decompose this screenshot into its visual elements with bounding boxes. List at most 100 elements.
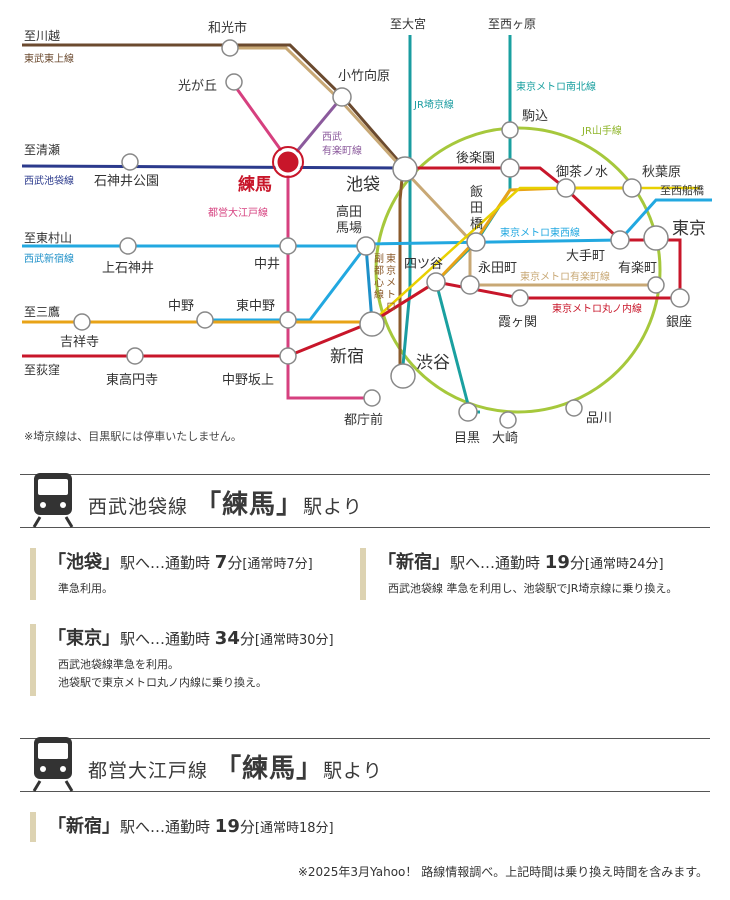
label-kichijoji: 吉祥寺 xyxy=(60,335,99,350)
tozai-line-west xyxy=(205,245,368,322)
svg-text:東: 東 xyxy=(386,252,396,265)
label-shinjuku: 新宿 xyxy=(330,347,364,367)
map-note: ※埼京線は、目黒駅には停車いたしません。 xyxy=(24,430,242,443)
svg-text:ト: ト xyxy=(386,290,396,301)
label-yurakucho: 有楽町 xyxy=(618,260,657,276)
label-wakoshi: 和光市 xyxy=(208,20,247,36)
station-dot-nakai xyxy=(279,237,297,255)
station-dot-korakuen xyxy=(500,158,520,178)
route-note: 西武池袋線準急を利用。池袋駅で東京メトロ丸ノ内線に乗り換え。 xyxy=(58,658,267,689)
section-header-oedo: 都営大江戸線 「練馬」駅より xyxy=(20,737,710,792)
dir-kawagoe: 至川越 xyxy=(24,29,60,43)
tobu-tojo-line xyxy=(22,43,404,166)
label-yurakucho: 東京メトロ有楽町線 xyxy=(520,270,610,283)
station-dot-ginza xyxy=(670,288,690,308)
label-ginza: 銀座 xyxy=(666,315,692,330)
station-dot-yotsuya xyxy=(426,272,446,292)
station-dot-higashinakano xyxy=(279,311,297,329)
route-dest: 新宿 xyxy=(396,552,432,573)
label-korakuen: 後楽園 xyxy=(456,150,495,166)
dir-nishigahara: 至西ヶ原 xyxy=(488,17,536,31)
station-dot-kasumigaseki xyxy=(511,289,529,307)
station-dot-tokyo xyxy=(643,225,669,251)
seibu-shinjuku-line xyxy=(22,244,374,323)
label-marunouchi: 東京メトロ丸ノ内線 xyxy=(552,302,642,315)
station-dot-shinagawa xyxy=(565,399,583,417)
section-station: 練馬 xyxy=(222,490,277,520)
label-iidabashi: 飯田橋 xyxy=(470,185,483,232)
label-nakai: 中井 xyxy=(254,257,280,272)
label-akihabara: 秋葉原 xyxy=(642,165,681,180)
label-yamanote: JR山手線 xyxy=(581,124,622,137)
svg-text:メ: メ xyxy=(386,278,396,289)
route-minutes: 19 xyxy=(544,552,570,573)
label-namboku: 東京メトロ南北線 xyxy=(516,80,596,93)
dir-nishifunabashi: 至西船橋 xyxy=(660,183,704,197)
section-station: 練馬 xyxy=(242,754,297,784)
route-shinjuku-oedo: 「新宿」駅へ…通勤時 19分[通常時18分] xyxy=(30,812,334,842)
svg-text:都: 都 xyxy=(374,265,384,277)
label-tobu-tojo: 東武東上線 xyxy=(24,52,74,65)
svg-text:田: 田 xyxy=(470,201,483,216)
route-tokyo: 「東京」駅へ…通勤時 34分[通常時30分] 西武池袋線準急を利用。池袋駅で東京… xyxy=(30,624,334,696)
seibu-ikebukuro-line xyxy=(21,164,403,170)
label-ikebukuro: 池袋 xyxy=(346,175,380,195)
station-dot-takadanobaba xyxy=(356,236,376,256)
svg-text:橋: 橋 xyxy=(470,217,483,232)
label-kasumigaseki: 霞ヶ関 xyxy=(498,315,537,330)
station-dot-nerima xyxy=(274,148,302,176)
label-higashinakano: 東中野 xyxy=(236,298,275,314)
station-dot-shibuya xyxy=(390,363,416,389)
label-seibu-yurakucho-2: 有楽町線 xyxy=(322,144,362,157)
station-dot-nagatacho xyxy=(460,275,480,295)
oedo-line xyxy=(230,81,372,400)
station-dot-tochomae xyxy=(363,389,381,407)
section-title: 西武池袋線 「練馬」駅より xyxy=(88,490,363,520)
label-tokyo: 東京 xyxy=(672,219,706,239)
station-dot-otemachi xyxy=(610,230,630,250)
label-seibu-shinjuku: 西武新宿線 xyxy=(24,252,74,265)
station-dot-kotakemukaihara xyxy=(332,87,352,107)
svg-text:線: 線 xyxy=(374,288,384,301)
route-minutes: 34 xyxy=(214,628,240,649)
label-tochomae: 都庁前 xyxy=(344,412,383,428)
route-ikebukuro: 「池袋」駅へ…通勤時 7分[通常時7分] 準急利用。 xyxy=(30,548,313,600)
label-takadanobaba-1: 高田 xyxy=(336,204,362,220)
route-note: 準急利用。 xyxy=(58,582,113,595)
dir-higashimurayama: 至東村山 xyxy=(24,231,72,245)
station-dot-nerima-ring xyxy=(272,146,304,178)
label-seibu-ikebukuro: 西武池袋線 xyxy=(24,174,74,187)
chuo-sobu-line xyxy=(371,186,700,323)
fukutoshin-line xyxy=(398,167,405,376)
station-dot-higashikoenji xyxy=(126,347,144,365)
station-dot-hikarigaoka xyxy=(225,73,243,91)
label-nagatacho: 永田町 xyxy=(478,261,517,276)
label-ochanomizu: 御茶ノ水 xyxy=(556,164,608,180)
station-dot-nakano xyxy=(196,311,214,329)
label-kamishakujii: 上石神井 xyxy=(102,261,154,276)
tozai-line-east xyxy=(365,198,712,246)
station-dot-meguro xyxy=(458,402,478,422)
train-icon xyxy=(32,473,74,528)
chuo-line xyxy=(22,186,632,324)
svg-text:副: 副 xyxy=(374,253,384,265)
label-saikyo: JR埼京線 xyxy=(413,98,454,111)
label-osaki: 大崎 xyxy=(492,431,518,446)
label-nakano: 中野 xyxy=(168,299,194,314)
section-header-seibu: 西武池袋線 「練馬」駅より xyxy=(20,473,710,528)
station-dot-kamishakujii xyxy=(119,237,137,255)
section-title: 都営大江戸線 「練馬」駅より xyxy=(88,754,383,784)
route-minutes: 19 xyxy=(214,816,240,837)
dir-omiya: 至大宮 xyxy=(390,16,426,31)
label-shakujiikoen: 石神井公園 xyxy=(94,174,159,189)
svg-text:心: 心 xyxy=(374,277,384,289)
station-dot-yurakucho xyxy=(647,276,665,294)
route-map: 至川越 至清瀬 至東村山 至三鷹 至荻窪 至大宮 至西ヶ原 至西船橋 東武東上線… xyxy=(21,16,712,446)
station-dot-osaki xyxy=(499,411,517,429)
station-dot-ikebukuro xyxy=(392,156,418,182)
station-dot-shinjuku xyxy=(359,311,385,337)
label-nakanosakaue: 中野坂上 xyxy=(222,373,274,388)
route-dest: 新宿 xyxy=(66,816,102,837)
station-dot-nakanosakaue xyxy=(279,347,297,365)
